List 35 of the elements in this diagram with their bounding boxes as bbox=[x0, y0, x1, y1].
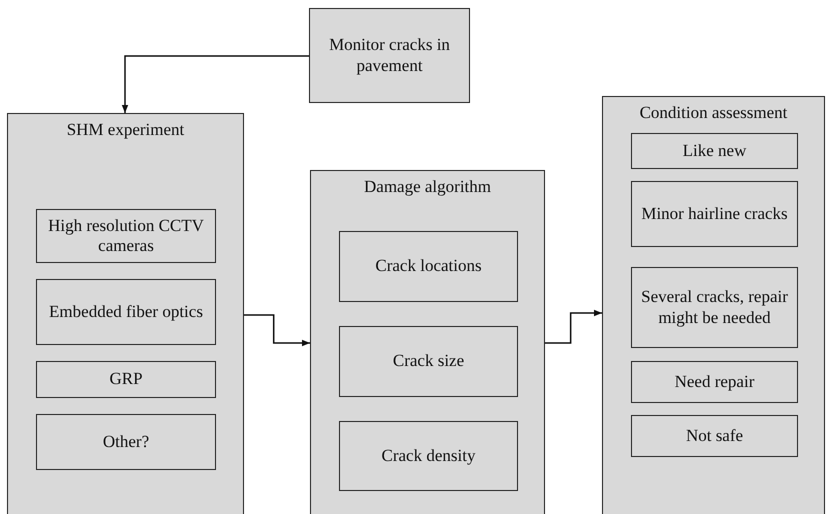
process-box bbox=[309, 8, 470, 103]
box-label: Crack locations bbox=[375, 256, 482, 277]
box-label: Not safe bbox=[686, 426, 744, 446]
process-box bbox=[631, 267, 798, 348]
process-box bbox=[36, 209, 216, 263]
box-label: Embedded fiber optics bbox=[49, 302, 203, 322]
connector-arrow bbox=[244, 314, 310, 346]
box-label: Like new bbox=[682, 140, 746, 162]
process-box bbox=[339, 421, 518, 491]
process-box bbox=[36, 279, 216, 345]
process-box bbox=[631, 361, 798, 403]
connector-arrow bbox=[122, 55, 309, 113]
process-box bbox=[36, 361, 216, 398]
process-box bbox=[36, 414, 216, 470]
process-box bbox=[631, 415, 798, 457]
group-panel bbox=[7, 113, 244, 514]
panel-heading: Damage algorithm bbox=[364, 177, 491, 198]
box-label: GRP bbox=[109, 369, 143, 390]
process-box bbox=[339, 326, 518, 397]
box-label: High resolution CCTV cameras bbox=[47, 216, 205, 256]
box-label: Crack density bbox=[382, 446, 476, 466]
box-label: Crack size bbox=[392, 351, 464, 372]
box-label: Several cracks, repair might be needed bbox=[640, 287, 789, 328]
box-label: Monitor cracks in pavement bbox=[328, 35, 451, 76]
group-panel bbox=[310, 170, 545, 514]
panel-heading: SHM experiment bbox=[66, 120, 184, 140]
group-panel bbox=[602, 96, 825, 514]
connector-arrow bbox=[545, 310, 602, 344]
box-label: Need repair bbox=[674, 372, 754, 392]
process-box bbox=[339, 231, 518, 302]
box-label: Other? bbox=[102, 432, 150, 452]
panel-heading: Condition assessment bbox=[640, 103, 788, 124]
box-label: Minor hairline cracks bbox=[641, 204, 788, 224]
process-box bbox=[631, 181, 798, 247]
process-box bbox=[631, 133, 798, 169]
